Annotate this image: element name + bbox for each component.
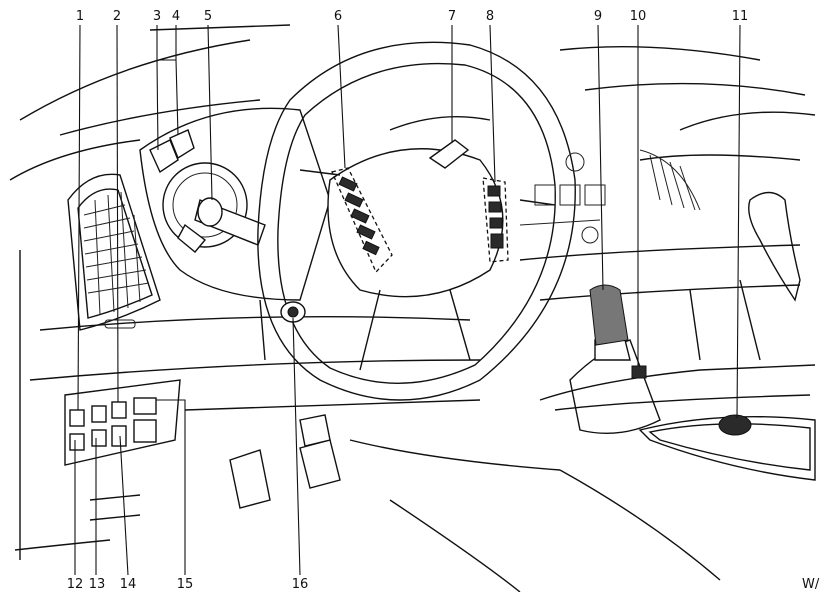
callout-13: 13	[89, 577, 106, 592]
callout-labels: 1 2 3 4 5 6 7 8 9 10 11 12 13 14 15 16 W…	[67, 9, 820, 592]
callout-3: 3	[153, 9, 161, 24]
callout-10: 10	[630, 9, 647, 24]
callout-16: 16	[292, 577, 309, 592]
callout-9: 9	[594, 9, 602, 24]
center-stack	[519, 149, 701, 244]
callout-1: 1	[76, 9, 84, 24]
figure-reference-code: W/	[802, 577, 820, 592]
steering-switch-right-8	[482, 177, 509, 263]
cluster-switch-3-4	[149, 129, 195, 174]
callout-12: 12	[67, 577, 84, 592]
callout-15: 15	[177, 577, 194, 592]
callout-8: 8	[486, 9, 494, 24]
center-console	[539, 364, 816, 481]
door-trim	[748, 191, 801, 302]
lower-switch-panel	[64, 379, 181, 466]
callout-7: 7	[448, 9, 456, 24]
callout-5: 5	[204, 9, 212, 24]
dashboard-body	[9, 139, 801, 592]
callout-2: 2	[113, 9, 121, 24]
callout-11: 11	[732, 9, 749, 24]
callout-6: 6	[334, 9, 342, 24]
steering-wheel	[257, 41, 576, 401]
pedals	[89, 414, 341, 521]
ignition-switch-16	[280, 301, 306, 323]
leader-lines	[74, 24, 741, 576]
gear-shift-9	[569, 284, 661, 434]
windshield-outline	[19, 24, 816, 161]
callout-4: 4	[172, 9, 180, 24]
steering-paddle-7	[428, 139, 470, 169]
callout-14: 14	[120, 577, 137, 592]
steering-switch-left-6	[331, 167, 393, 274]
left-air-vent	[67, 173, 161, 331]
